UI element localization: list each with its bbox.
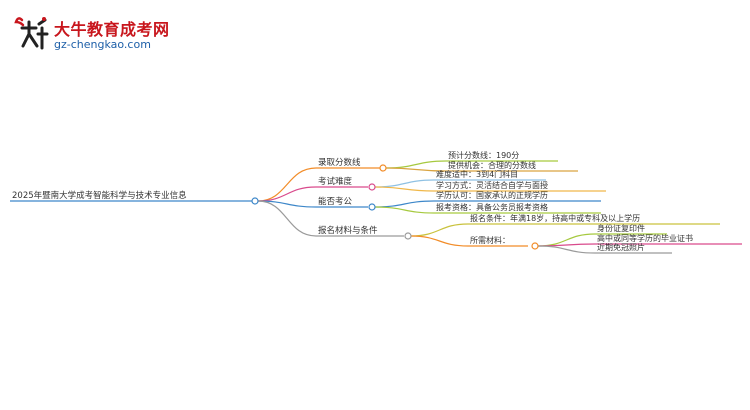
- branch-3-child-0[interactable]: 报名条件：年满18岁，持高中或专科及以上学历: [468, 213, 720, 225]
- branch-2-child-0[interactable]: 学历认可：国家承认的正规学历: [434, 190, 601, 202]
- root-node-dot[interactable]: [251, 197, 259, 205]
- link-branch-2-child-1: [374, 206, 435, 214]
- material-1[interactable]: 高中或同等学历的毕业证书: [595, 233, 742, 245]
- branch-3-child-1-dot[interactable]: [531, 242, 539, 250]
- branch-2[interactable]: 能否考公: [316, 196, 368, 208]
- branch-1-child-0-text: 难度适中：3到4门科目: [436, 169, 518, 179]
- branch-2-child-1-text: 报考资格：具备公务员报考资格: [436, 202, 548, 212]
- link-branch-2-child-0: [374, 200, 435, 208]
- branch-0-child-0-text: 预计分数线：190分: [448, 150, 519, 160]
- link-root-branch-1: [257, 186, 317, 202]
- link-materials-2: [537, 245, 596, 254]
- brand-name: 大牛教育成考网: [54, 20, 170, 39]
- branch-3-text: 报名材料与条件: [318, 225, 378, 236]
- branch-3-child-1[interactable]: 所需材料：: [468, 235, 528, 247]
- brand-url[interactable]: gz-chengkao.com: [54, 38, 151, 51]
- branch-0-text: 录取分数线: [318, 157, 361, 168]
- brand-logo[interactable]: 大牛教育成考网 gz-chengkao.com: [14, 14, 214, 58]
- branch-1[interactable]: 考试难度: [316, 176, 368, 188]
- root-node-text: 2025年暨南大学成考智能科学与技术专业信息: [12, 190, 187, 201]
- link-branch-3-child-0: [410, 223, 469, 237]
- branch-1-dot[interactable]: [368, 183, 376, 191]
- branch-0-dot[interactable]: [379, 164, 387, 172]
- branch-1-child-1-text: 学习方式：灵活结合自学与面授: [436, 180, 548, 190]
- material-0[interactable]: 身份证复印件: [595, 223, 667, 235]
- branch-3-dot[interactable]: [404, 232, 412, 240]
- branch-2-text: 能否考公: [318, 196, 353, 207]
- link-branch-1-child-0: [374, 179, 435, 188]
- branch-0[interactable]: 录取分数线: [316, 157, 380, 169]
- root-node[interactable]: 2025年暨南大学成考智能科学与技术专业信息: [10, 190, 253, 202]
- link-branch-0-child-1: [385, 167, 447, 172]
- material-2[interactable]: 近期免冠照片: [595, 242, 672, 254]
- link-branch-0-child-0: [385, 160, 447, 169]
- material-2-text: 近期免冠照片: [597, 242, 645, 252]
- material-1-text: 高中或同等学历的毕业证书: [597, 233, 693, 243]
- branch-3-child-0-text: 报名条件：年满18岁，持高中或专科及以上学历: [470, 213, 640, 223]
- link-branch-1-child-1: [374, 186, 435, 192]
- branch-1-child-0[interactable]: 难度适中：3到4门科目: [434, 169, 546, 181]
- mindmap-nodes: 2025年暨南大学成考智能科学与技术专业信息 录取分数线 预计分数线：190分提供机…: [10, 150, 742, 254]
- link-root-branch-0: [257, 167, 317, 202]
- mindmap-links: [257, 160, 596, 254]
- material-0-text: 身份证复印件: [597, 223, 645, 233]
- branch-0-child-0[interactable]: 预计分数线：190分: [446, 150, 558, 162]
- branch-1-text: 考试难度: [318, 176, 353, 187]
- branch-3[interactable]: 报名材料与条件: [316, 225, 404, 237]
- branch-2-dot[interactable]: [368, 203, 376, 211]
- branch-2-child-1[interactable]: 报考资格：具备公务员报考资格: [434, 202, 601, 214]
- bull-logo-icon: [14, 17, 49, 50]
- branch-3-child-1-text: 所需材料：: [470, 235, 510, 245]
- link-root-branch-3: [257, 200, 317, 237]
- branch-0-child-1[interactable]: 提供机会：合理的分数线: [446, 160, 578, 172]
- link-branch-3-child-1: [410, 235, 469, 247]
- branch-0-child-1-text: 提供机会：合理的分数线: [448, 160, 536, 170]
- branch-1-child-1[interactable]: 学习方式：灵活结合自学与面授: [434, 180, 606, 192]
- branch-2-child-0-text: 学历认可：国家承认的正规学历: [436, 190, 548, 200]
